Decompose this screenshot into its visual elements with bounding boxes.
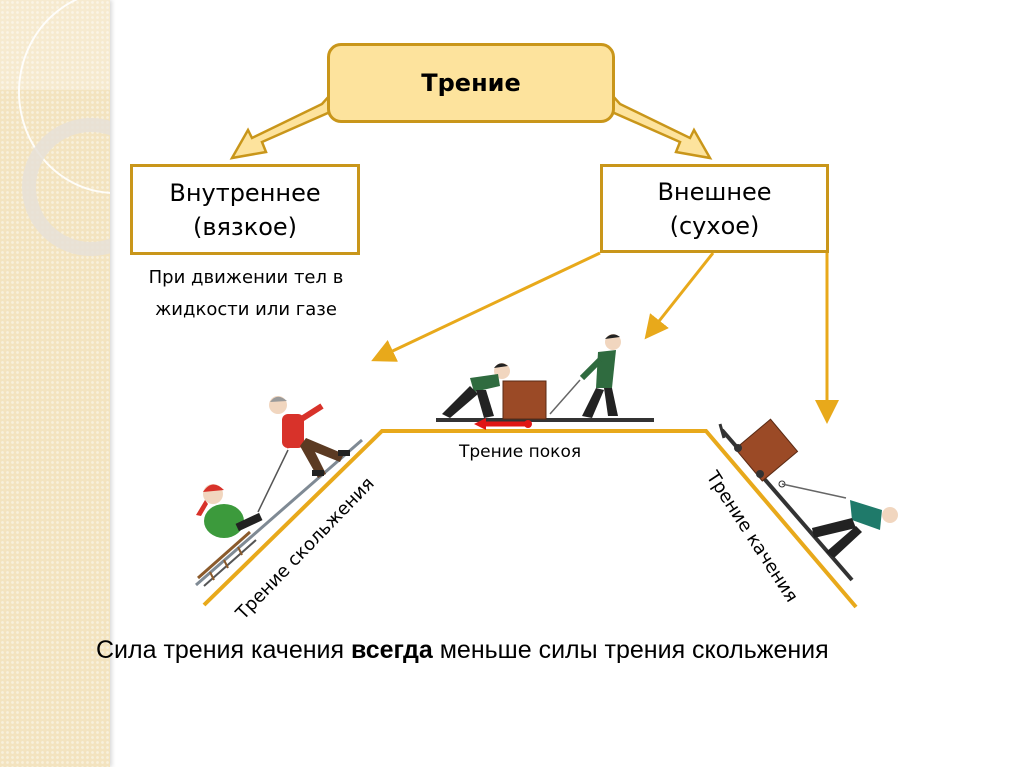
surface-line — [202, 429, 858, 609]
cart-illustration — [718, 418, 898, 582]
box-push-pull-illustration — [436, 334, 654, 430]
note-line-2: жидкости или газе — [155, 299, 337, 320]
external-friction-box: Внешнее (сухое) — [600, 164, 829, 253]
internal-friction-note: При движении тел в жидкости или газе — [130, 262, 362, 326]
root-to-outer-arrow — [610, 91, 713, 160]
internal-subtitle: (вязкое) — [192, 212, 297, 241]
conclusion-text: Сила трения качения всегда меньше силы т… — [96, 636, 829, 665]
decorative-sidebar — [0, 0, 110, 767]
sled-illustration — [195, 396, 363, 587]
note-line-1: При движении тел в — [148, 267, 344, 288]
static-friction-label: Трение покоя — [459, 442, 582, 462]
conclusion-before: Сила трения качения — [96, 636, 351, 664]
conclusion-after: меньше силы трения скольжения — [432, 636, 829, 664]
friction-root-box: Трение — [327, 43, 615, 123]
root-label: Трение — [421, 69, 521, 97]
external-subtitle: (сухое) — [669, 211, 760, 240]
root-to-inner-arrow — [229, 91, 332, 160]
external-title: Внешнее — [657, 177, 772, 206]
outer-to-sliding-arrow — [371, 251, 601, 362]
internal-friction-box: Внутреннее (вязкое) — [130, 164, 360, 255]
internal-title: Внутреннее — [169, 178, 321, 207]
conclusion-emphasis: всегда — [351, 636, 433, 664]
outer-to-static-arrow — [644, 252, 715, 340]
